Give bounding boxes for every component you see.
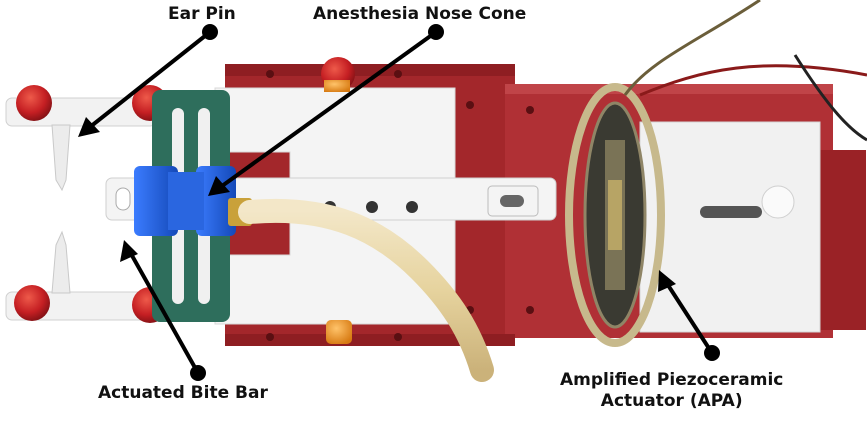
- apa-label-line-1: Amplified Piezoceramic: [560, 370, 784, 390]
- wire-1: [623, 0, 761, 96]
- anesthesia-tube: [238, 198, 494, 382]
- piezo-actuator: [565, 83, 665, 347]
- apa-arrow: [658, 270, 720, 361]
- adjustment-knobs: [321, 57, 355, 344]
- apa-label-line-2: Actuator (APA): [600, 391, 743, 411]
- bite-bar-arrow: [120, 240, 206, 381]
- nose-cone-arrow: [208, 24, 444, 196]
- wire-2: [639, 64, 867, 97]
- bite-bar-label: Actuated Bite Bar: [98, 383, 268, 403]
- nose-cone-label: Anesthesia Nose Cone: [313, 4, 527, 24]
- wire-3: [793, 54, 867, 142]
- ear-bar-assembly: [5, 85, 168, 323]
- ear-pin-label: Ear Pin: [168, 4, 236, 24]
- ear-pin-arrow: [78, 24, 218, 137]
- blue-nose-cone-blocks: [134, 166, 236, 236]
- apa-label: Amplified Piezoceramic Actuator (APA): [560, 370, 783, 412]
- callout-arrows: [78, 24, 720, 381]
